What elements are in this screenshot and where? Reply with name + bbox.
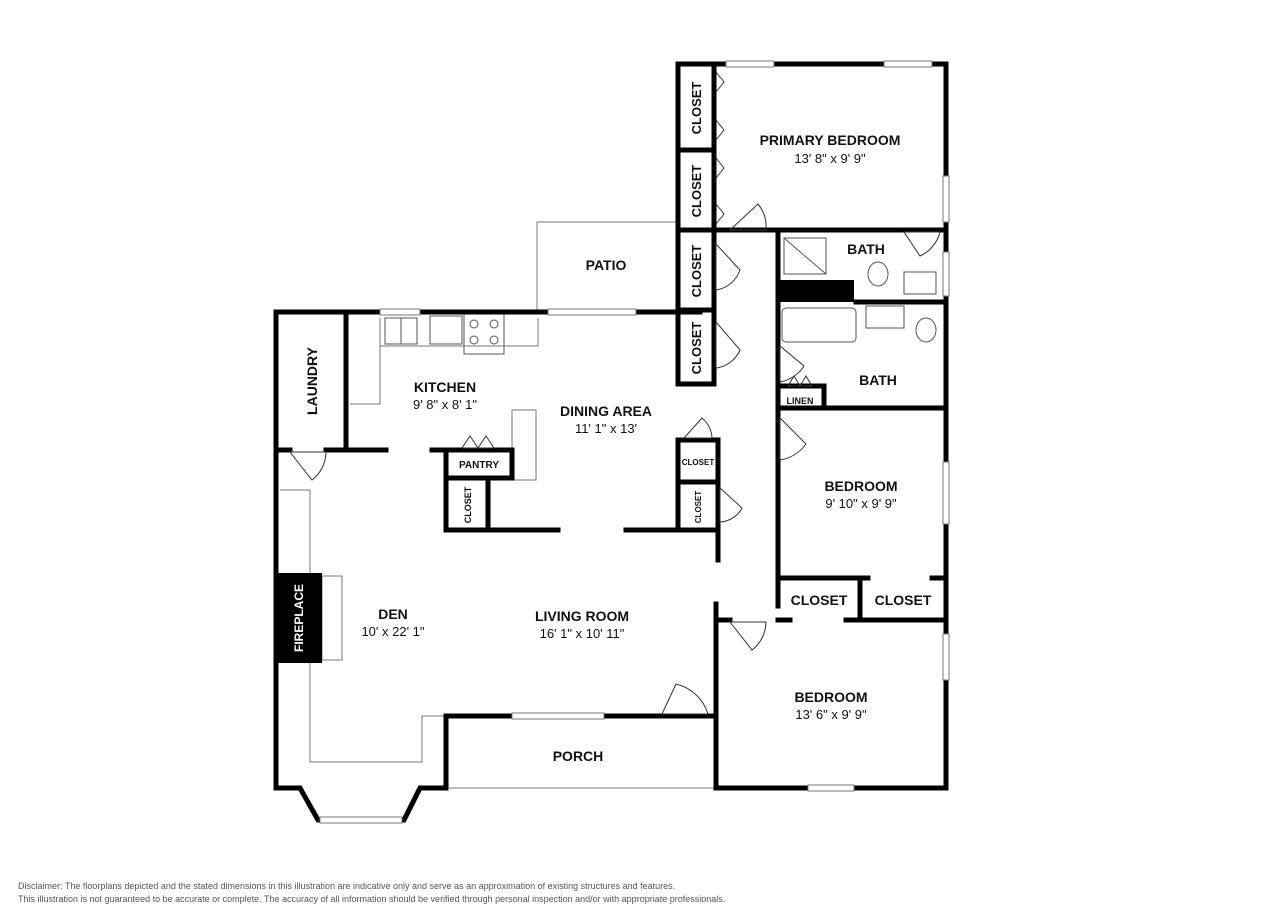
kitchen-appliances xyxy=(384,313,505,355)
patio-label: PATIO xyxy=(586,257,627,273)
porch-label: PORCH xyxy=(553,748,604,764)
fireplace-block xyxy=(276,573,322,663)
door-swing-icon xyxy=(715,242,741,291)
closet-label: CLOSET xyxy=(689,82,704,135)
door-swing-icon xyxy=(779,416,807,461)
bifold-door-icon xyxy=(715,119,725,141)
thin-outlines xyxy=(280,221,716,789)
bifold-door-icon xyxy=(715,71,725,93)
closet-label: CLOSET xyxy=(689,245,704,298)
fireplace-hearth xyxy=(321,575,343,661)
bedroom-mid-label: BEDROOM xyxy=(824,478,897,494)
primary-bedroom-label: PRIMARY BEDROOM xyxy=(760,132,901,148)
patio-outline xyxy=(536,221,676,310)
bedroom-low-label: BEDROOM xyxy=(794,689,867,705)
door-swing-icon xyxy=(477,435,495,449)
toilet-icon xyxy=(915,317,937,343)
pantry-label: PANTRY xyxy=(459,460,499,471)
bath-lower-label: BATH xyxy=(859,372,897,388)
closet-label: CLOSET xyxy=(791,592,848,608)
disclaimer-line-1: Disclaimer: The floorplans depicted and … xyxy=(18,881,676,891)
den-label: DEN xyxy=(378,606,408,622)
vanity-sink-icon xyxy=(865,305,905,329)
door-swing-icon xyxy=(715,320,741,369)
bath-upper-label: BATH xyxy=(847,241,885,257)
dining-area-label: DINING AREA xyxy=(560,403,652,419)
door-swing-icon xyxy=(728,621,767,651)
bath-fixtures xyxy=(781,237,937,343)
door-swing-icon xyxy=(779,344,805,383)
bifold-door-icon xyxy=(715,157,725,179)
den-bay-outline xyxy=(309,490,447,763)
fireplace-label: FIREPLACE xyxy=(292,584,306,652)
disclaimer-line-2: This illustration is not guaranteed to b… xyxy=(18,894,726,904)
laundry-label: LAUNDRY xyxy=(304,346,320,415)
bifold-door-icon xyxy=(715,203,725,225)
closet-label: CLOSET xyxy=(463,486,473,523)
vanity-sink-icon xyxy=(903,271,937,295)
closet-label: CLOSET xyxy=(875,592,932,608)
door-swing-icon xyxy=(799,375,813,387)
dishwasher-icon xyxy=(429,315,463,345)
kitchen-label: KITCHEN xyxy=(414,379,476,395)
burner-icon xyxy=(489,319,499,329)
living-room-label: LIVING ROOM xyxy=(535,608,629,624)
door-swing-icon xyxy=(719,486,743,523)
dining-area-dims: 11' 1" x 13' xyxy=(575,421,637,436)
door-swing-icon xyxy=(461,435,479,449)
closet-label: CLOSET xyxy=(689,322,704,375)
door-swing-icon xyxy=(787,375,801,387)
door-swing-icon xyxy=(682,417,713,439)
burner-icon xyxy=(489,335,499,345)
bedroom-low-dims: 13' 6" x 9' 9" xyxy=(795,707,867,722)
closet-label: CLOSET xyxy=(682,458,715,467)
shower-drain-line xyxy=(783,237,827,275)
living-room-dims: 16' 1" x 10' 11" xyxy=(540,626,625,641)
door-swings xyxy=(288,71,941,715)
bath-partition xyxy=(778,280,854,302)
closet-label: CLOSET xyxy=(694,491,703,524)
kitchen-counter xyxy=(379,318,539,347)
bedroom-mid-dims: 9' 10" x 9' 9" xyxy=(825,496,897,511)
door-swing-icon xyxy=(903,231,941,257)
windows xyxy=(319,60,950,824)
primary-bedroom-dims: 13' 8" x 9' 9" xyxy=(794,151,866,166)
kitchen-island xyxy=(511,409,537,481)
linen-label: LINEN xyxy=(787,396,814,406)
kitchen-dims: 9' 8" x 8' 1" xyxy=(413,397,477,412)
door-swing-icon xyxy=(288,451,327,481)
toilet-icon xyxy=(867,261,889,287)
kitchen-counter-side xyxy=(350,346,381,405)
burner-icon xyxy=(469,319,479,329)
bathtub-icon xyxy=(781,307,857,343)
stove-icon xyxy=(463,313,505,355)
door-swing-icon xyxy=(661,683,709,715)
burner-icon xyxy=(469,335,479,345)
door-swing-icon xyxy=(728,203,767,231)
shower-icon xyxy=(783,237,827,275)
closet-label: CLOSET xyxy=(689,165,704,218)
den-dims: 10' x 22' 1" xyxy=(361,624,424,639)
